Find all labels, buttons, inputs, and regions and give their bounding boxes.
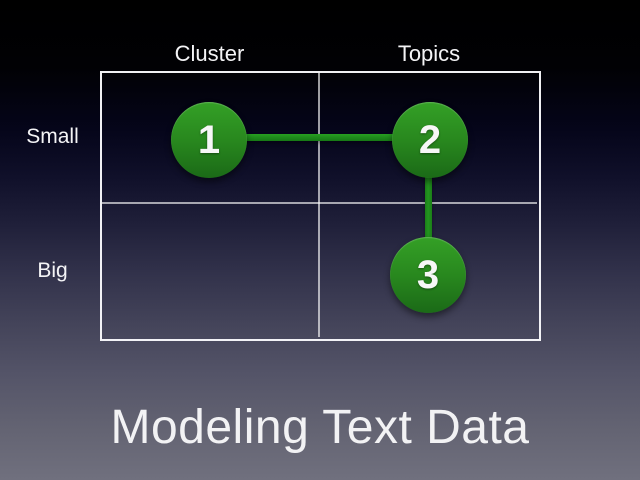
matrix-grid-frame (100, 71, 541, 341)
matrix-column-divider (318, 73, 320, 337)
slide-title: Modeling Text Data (110, 401, 530, 454)
matrix-row-divider (102, 202, 537, 204)
row-header-small: Small (26, 125, 79, 148)
node-2-small-topics: 2 (392, 102, 468, 178)
row-header-big: Big (37, 259, 68, 282)
column-header-topics: Topics (397, 41, 461, 66)
edge-node2-node3 (425, 140, 432, 275)
node-1-small-cluster: 1 (171, 102, 247, 178)
edge-node1-node2 (209, 134, 430, 141)
node-3-big-topics: 3 (390, 237, 466, 313)
column-header-cluster: Cluster (174, 41, 245, 66)
